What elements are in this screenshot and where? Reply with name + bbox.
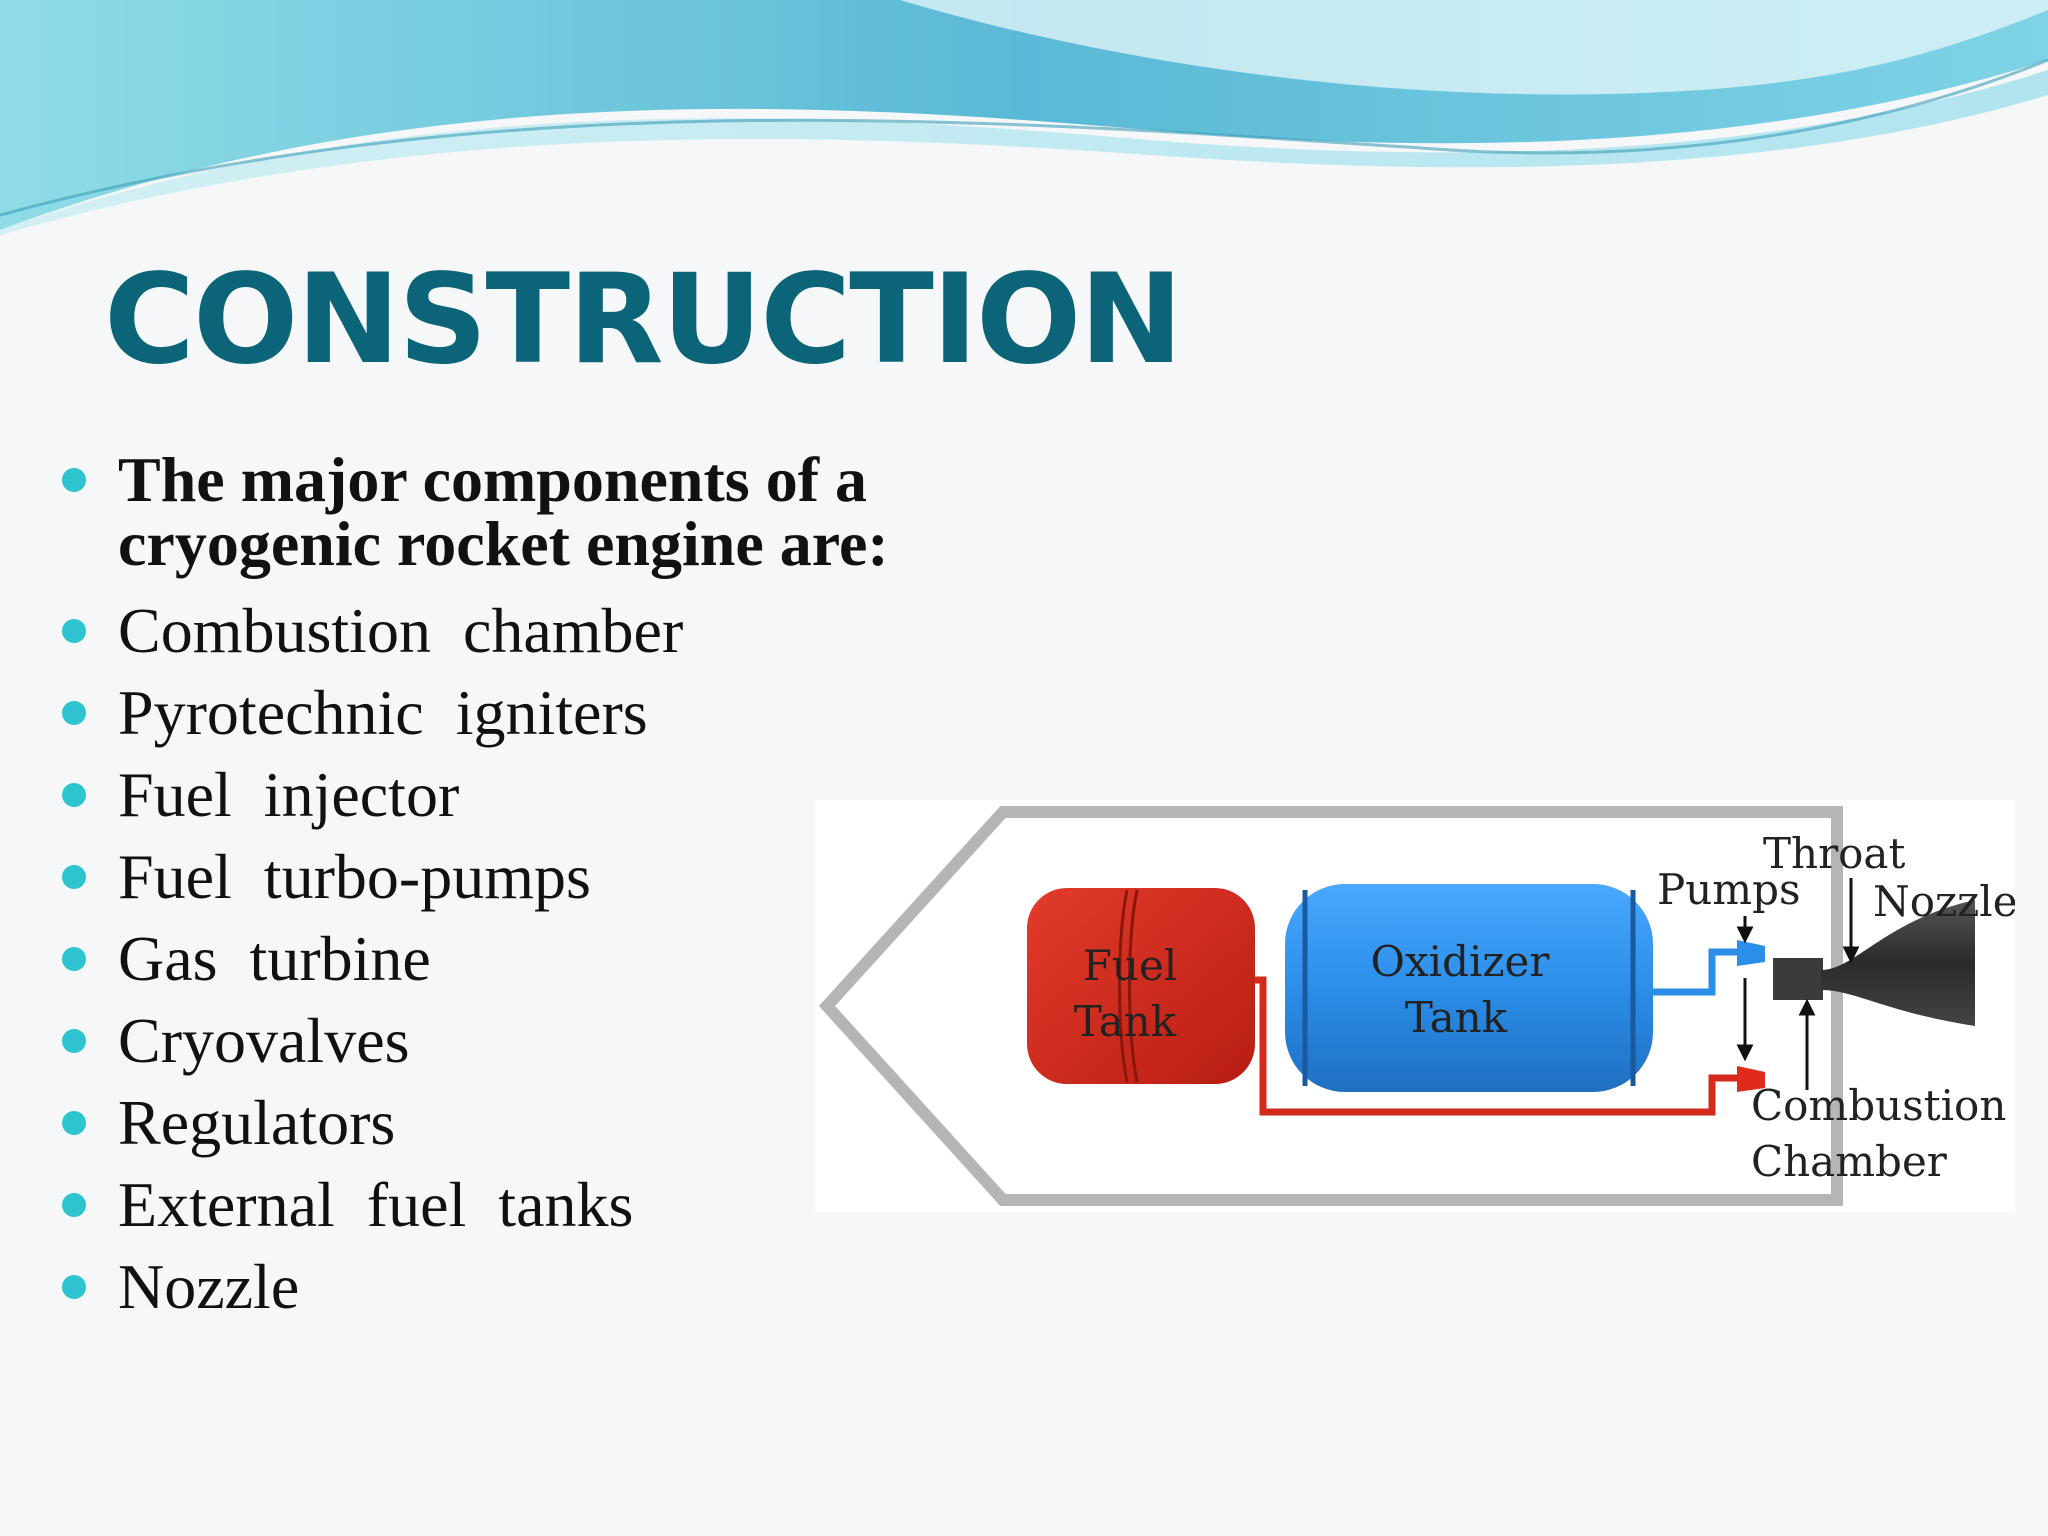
bullet-text: Nozzle <box>118 1251 300 1322</box>
pumps-label: Pumps <box>1657 865 1801 914</box>
component-bullet: Fuel injector <box>58 754 1038 836</box>
component-bullet: Cryovalves <box>58 1000 1038 1082</box>
throat-label: Throat <box>1763 829 1905 878</box>
oxidizer-tank: Oxidizer Tank <box>1285 884 1653 1092</box>
bullet-text: Gas turbine <box>118 923 431 994</box>
fuel-line <box>1255 976 1743 1116</box>
bullet-dot-icon <box>62 1275 86 1299</box>
combustion-chamber-label-line2: Chamber <box>1751 1137 1948 1186</box>
bullet-text: External fuel tanks <box>118 1169 634 1240</box>
nozzle-bell <box>1821 900 1975 1026</box>
intro-bullet: The major components of a cryogenic rock… <box>58 448 1068 576</box>
component-bullet: External fuel tanks <box>58 1164 1038 1246</box>
bullet-dot-icon <box>62 947 86 971</box>
component-bullet: Pyrotechnic igniters <box>58 672 1038 754</box>
fuel-tank: Fuel Tank <box>1027 888 1255 1084</box>
component-bullet: Regulators <box>58 1082 1038 1164</box>
fuel-pump <box>1737 1066 1765 1092</box>
header-wave-decoration <box>0 0 2048 235</box>
bullet-text: Pyrotechnic igniters <box>118 677 648 748</box>
oxidizer-pump <box>1737 940 1765 966</box>
bullet-text: Combustion chamber <box>118 595 684 666</box>
oxidizer-tank-label-line1: Oxidizer <box>1371 937 1551 986</box>
bullet-dot-icon <box>62 1029 86 1053</box>
bullet-dot-icon <box>62 1111 86 1135</box>
fuel-tank-label-line1: Fuel <box>1083 941 1177 990</box>
bullet-dot-icon <box>62 783 86 807</box>
bullet-text: The major components of a cryogenic rock… <box>118 444 889 579</box>
bullet-dot-icon <box>62 865 86 889</box>
slide-title: CONSTRUCTION <box>104 248 1183 392</box>
bullet-text: Regulators <box>118 1087 396 1158</box>
bullet-text: Fuel injector <box>118 759 460 830</box>
oxidizer-line <box>1653 948 1743 996</box>
bullet-dot-icon <box>62 1193 86 1217</box>
diagram-arrows <box>1736 878 1860 1090</box>
combustion-chamber-body <box>1773 958 1823 1000</box>
component-bullet: Gas turbine <box>58 918 1038 1000</box>
oxidizer-tank-label-line2: Tank <box>1405 993 1508 1042</box>
component-bullet: Nozzle <box>58 1246 1038 1328</box>
component-bullet: Combustion chamber <box>58 590 1038 672</box>
component-bullet: Fuel turbo-pumps <box>58 836 1038 918</box>
rocket-hull <box>818 806 1843 1206</box>
bullet-text: Fuel turbo-pumps <box>118 841 591 912</box>
component-list: The major components of a cryogenic rock… <box>58 448 1038 1328</box>
bullet-dot-icon <box>62 701 86 725</box>
combustion-chamber-label-line1: Combustion <box>1751 1081 2006 1130</box>
cryogenic-engine-diagram: Fuel Tank Oxidizer Tank Pumps Throat Noz… <box>815 800 2015 1212</box>
bullet-dot-icon <box>62 468 86 492</box>
bullet-text: Cryovalves <box>118 1005 410 1076</box>
bullet-dot-icon <box>62 619 86 643</box>
nozzle-label: Nozzle <box>1873 877 2015 926</box>
fuel-tank-label-line2: Tank <box>1074 997 1177 1046</box>
